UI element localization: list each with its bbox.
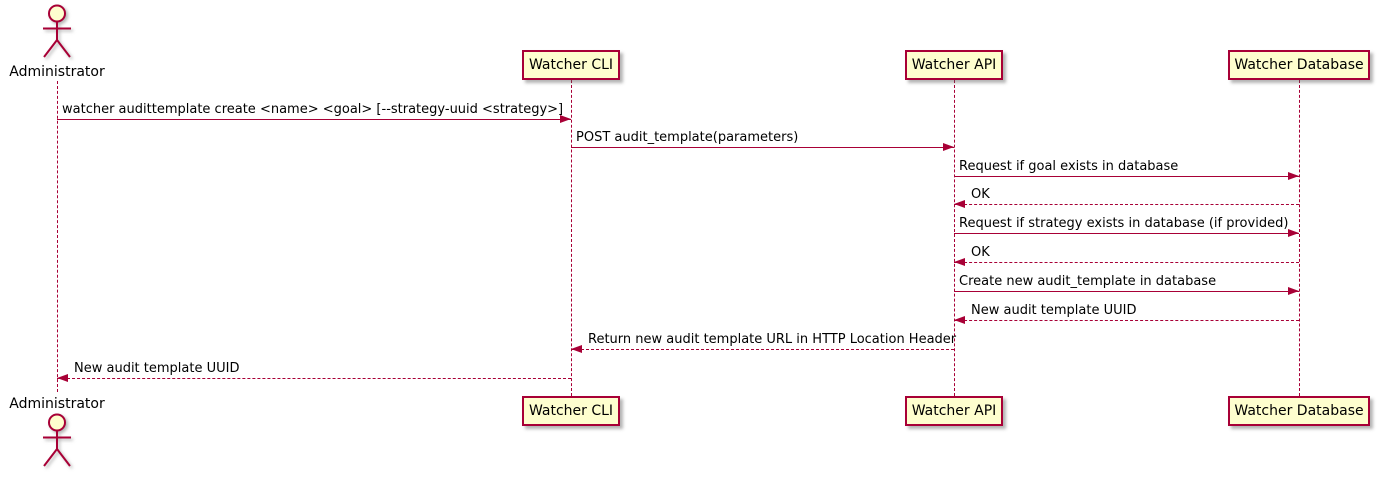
- arrowhead-icon: [954, 316, 965, 324]
- message-arrow: [954, 172, 1299, 180]
- message-label: POST audit_template(parameters): [576, 130, 799, 145]
- participant-watcher-database-top: Watcher Database: [1228, 50, 1370, 80]
- arrowhead-icon: [954, 200, 965, 208]
- actor-icon: [43, 413, 71, 467]
- message: watcher audittemplate create <name> <goa…: [57, 102, 571, 123]
- actor-label-top: Administrator: [9, 64, 105, 80]
- message: Return new audit template URL in HTTP Lo…: [571, 332, 957, 353]
- message-label: Request if goal exists in database: [959, 159, 1179, 174]
- message: Request if goal exists in database: [954, 159, 1299, 180]
- actor-label-bottom: Administrator: [9, 396, 105, 412]
- participant-watcher-cli-bottom: Watcher CLI: [522, 396, 620, 426]
- lifeline-watcher-api: [954, 80, 955, 396]
- message-arrow: [954, 316, 1299, 324]
- arrowhead-icon: [954, 258, 965, 266]
- lifeline-watcher-database: [1299, 80, 1300, 396]
- arrowhead-icon: [571, 345, 582, 353]
- message: OK: [954, 187, 1299, 208]
- lifeline-watcher-cli: [571, 80, 572, 396]
- participant-watcher-cli-top: Watcher CLI: [522, 50, 620, 80]
- message: Create new audit_template in database: [954, 274, 1299, 295]
- message: New audit template UUID: [57, 361, 571, 382]
- arrowhead-icon: [1288, 229, 1299, 237]
- message-arrow: [954, 258, 1299, 266]
- message-label: Create new audit_template in database: [959, 274, 1217, 289]
- message-label: Request if strategy exists in database (…: [959, 216, 1289, 231]
- arrowhead-icon: [943, 143, 954, 151]
- message-label: OK: [971, 187, 990, 202]
- arrowhead-icon: [560, 115, 571, 123]
- message-arrow: [571, 345, 954, 353]
- message-arrow: [57, 374, 571, 382]
- message-label: New audit template UUID: [971, 303, 1137, 318]
- message: OK: [954, 245, 1299, 266]
- participant-watcher-api-bottom: Watcher API: [905, 396, 1003, 426]
- message-arrow: [571, 143, 954, 151]
- message-arrow: [954, 287, 1299, 295]
- message-label: New audit template UUID: [74, 361, 240, 376]
- arrowhead-icon: [1288, 287, 1299, 295]
- message-label: Return new audit template URL in HTTP Lo…: [588, 332, 957, 347]
- message-arrow: [954, 200, 1299, 208]
- message-label: watcher audittemplate create <name> <goa…: [62, 102, 564, 117]
- actor-icon: [43, 4, 71, 58]
- message-arrow: [954, 229, 1299, 237]
- arrowhead-icon: [1288, 172, 1299, 180]
- participant-watcher-api-top: Watcher API: [905, 50, 1003, 80]
- lifeline-administrator: [57, 81, 58, 392]
- message: POST audit_template(parameters): [571, 130, 954, 151]
- message-arrow: [57, 115, 571, 123]
- arrowhead-icon: [57, 374, 68, 382]
- participant-watcher-database-bottom: Watcher Database: [1228, 396, 1370, 426]
- message-label: OK: [971, 245, 990, 260]
- message: Request if strategy exists in database (…: [954, 216, 1299, 237]
- message: New audit template UUID: [954, 303, 1299, 324]
